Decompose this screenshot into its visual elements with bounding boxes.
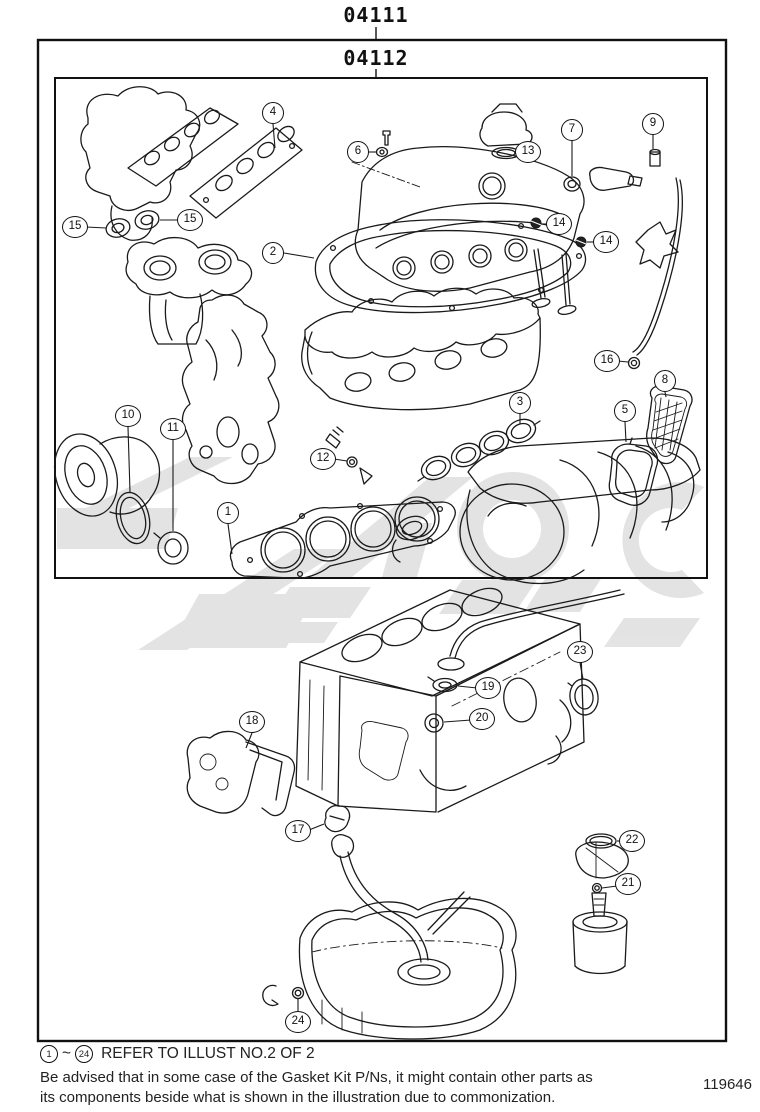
callout-16: 16 bbox=[594, 350, 620, 372]
callout-12: 12 bbox=[310, 448, 336, 470]
drawing-number: 119646 bbox=[703, 1076, 752, 1093]
mesh-filter-drawing bbox=[646, 385, 693, 465]
callout-22: 22 bbox=[619, 830, 645, 852]
range-to-circled-number: 24 bbox=[75, 1045, 94, 1063]
exhaust-manifold-drawing bbox=[80, 86, 239, 241]
intake-manifold-gasket-drawing bbox=[417, 418, 541, 482]
oil-filter-assembly-drawing bbox=[572, 833, 629, 975]
refer-note-text: REFER TO ILLUST NO.2 OF 2 bbox=[101, 1045, 315, 1062]
drain-plug-gasket-drawing bbox=[262, 984, 305, 1007]
oil-dipstick-drawing bbox=[627, 177, 683, 370]
engine-valves-drawing bbox=[531, 248, 577, 315]
callout-7: 7 bbox=[561, 119, 583, 141]
part-group-code-inner: 04112 bbox=[343, 46, 409, 70]
callout-9: 9 bbox=[642, 113, 664, 135]
range-from-circled-number: 1 bbox=[40, 1045, 58, 1063]
mount-bracket-gasket-drawing bbox=[186, 730, 296, 817]
callout-21: 21 bbox=[615, 873, 641, 895]
frame-borders bbox=[36, 27, 728, 1043]
exhaust-manifold-gasket-drawing bbox=[189, 125, 303, 219]
refer-note: 1 ~ 24 REFER TO ILLUST NO.2 OF 2 bbox=[40, 1045, 315, 1063]
callout-20: 20 bbox=[469, 708, 495, 730]
crank-oil-seal-drawing bbox=[153, 531, 189, 565]
callout-5: 5 bbox=[614, 400, 636, 422]
cover-bolt-seal-drawing bbox=[375, 130, 391, 158]
block-plug-seal-drawing bbox=[424, 713, 444, 733]
watermark-logo bbox=[57, 457, 704, 650]
oil-level-sensor-gasket-drawing bbox=[427, 676, 458, 693]
callout-leader-lines bbox=[85, 123, 667, 1011]
range-tilde: ~ bbox=[62, 1045, 72, 1062]
callout-19: 19 bbox=[475, 677, 501, 699]
advisory-note-line-2: its components beside what is shown in t… bbox=[40, 1089, 556, 1106]
block-small-plug-drawing bbox=[324, 804, 355, 858]
callout-2: 2 bbox=[262, 242, 284, 264]
water-pump-oring-drawing bbox=[115, 491, 151, 545]
exhaust-seal-rings-drawing bbox=[105, 210, 160, 238]
callout-24: 24 bbox=[285, 1011, 311, 1033]
callout-11: 11 bbox=[160, 418, 186, 440]
ventilation-seal-drawing bbox=[649, 148, 661, 167]
rear-main-seal-drawing bbox=[567, 678, 599, 716]
callout-14-b: 14 bbox=[593, 231, 619, 253]
advisory-note-line-1: Be advised that in some case of the Gask… bbox=[40, 1069, 593, 1086]
callout-18: 18 bbox=[239, 711, 265, 733]
callout-3: 3 bbox=[509, 392, 531, 414]
pcv-valve-drawing bbox=[563, 166, 643, 192]
engine-block-drawing bbox=[295, 587, 625, 813]
callout-15-b: 15 bbox=[177, 209, 203, 231]
cylinder-head-drawing bbox=[301, 287, 541, 411]
oil-pan-drawing bbox=[298, 897, 517, 1040]
callout-10: 10 bbox=[115, 405, 141, 427]
cylinder-head-gasket-drawing bbox=[229, 496, 456, 580]
spark-tube-seals-drawing bbox=[530, 217, 587, 248]
callout-13: 13 bbox=[515, 141, 541, 163]
callout-4: 4 bbox=[262, 102, 284, 124]
union-bolt-set-drawing bbox=[325, 426, 373, 485]
callout-6: 6 bbox=[347, 141, 369, 163]
callout-15-a: 15 bbox=[62, 216, 88, 238]
callout-14-a: 14 bbox=[546, 213, 572, 235]
intake-manifold-drawing bbox=[391, 437, 701, 585]
timing-chain-cover-drawing bbox=[181, 294, 280, 485]
part-group-code-outer: 04111 bbox=[343, 3, 409, 27]
callout-23: 23 bbox=[567, 641, 593, 663]
callout-17: 17 bbox=[285, 820, 311, 842]
callout-8: 8 bbox=[654, 370, 676, 392]
exhaust-pipe-flange-drawing bbox=[125, 237, 253, 345]
callout-1: 1 bbox=[217, 502, 239, 524]
water-pump-drawing bbox=[54, 433, 161, 517]
